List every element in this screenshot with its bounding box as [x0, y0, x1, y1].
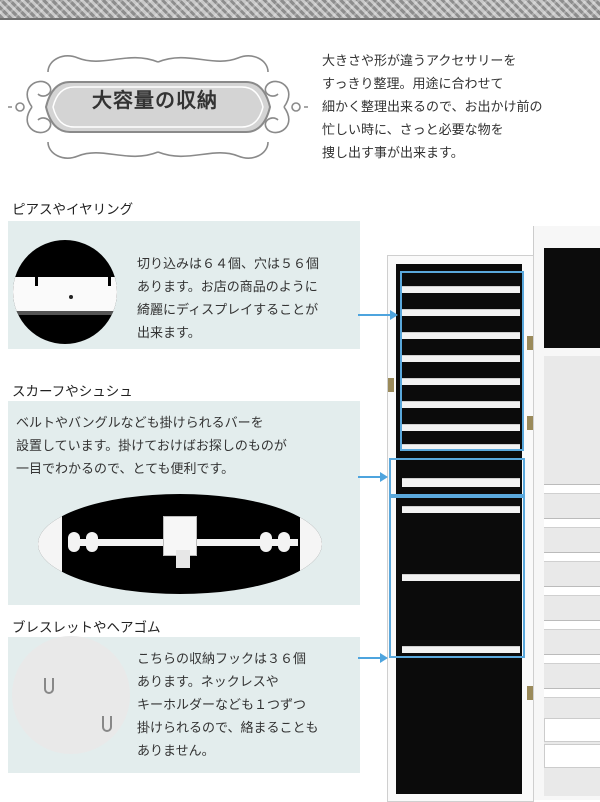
- intro-line: すっきり整理。用途に合わせて: [322, 77, 504, 92]
- arrow-right-icon: [380, 472, 388, 482]
- photo-bracelet-hooks: [12, 636, 130, 754]
- text-line: 設置しています。掛けておけばお探しのものが: [16, 439, 287, 454]
- divider-line: [0, 18, 600, 20]
- text-line: あります。ネックレスや: [137, 675, 279, 690]
- intro-line: 細かく整理出来るので、お出かけ前の: [322, 100, 543, 115]
- arrow-right-icon: [390, 310, 398, 320]
- intro-text: 大きさや形が違うアクセサリーを すっきり整理。用途に合わせて 細かく整理出来るの…: [322, 50, 592, 165]
- text-line: ベルトやバングルなども掛けられるバーを: [16, 416, 264, 431]
- text-line: 綺麗にディスプレイすることが: [137, 303, 319, 318]
- arrow-right-icon: [380, 653, 388, 663]
- photo-scarf-bar: [38, 494, 322, 594]
- arrow-line: [358, 657, 380, 659]
- highlight-earring-area: [400, 271, 524, 451]
- arrow-line: [358, 476, 380, 478]
- section-text-bracelet: こちらの収納フックは３６個 あります。ネックレスや キーホルダーなども１つずつ …: [137, 648, 359, 763]
- photo-cabinet-door: [533, 226, 600, 800]
- text-line: ありません。: [137, 744, 215, 759]
- section-heading-piercing: ピアスやイヤリング: [12, 202, 134, 218]
- text-line: 掛けられるので、絡まることも: [137, 721, 319, 736]
- text-line: キーホルダーなども１つずつ: [137, 698, 307, 713]
- section-text-scarf: ベルトやバングルなども掛けられるバーを 設置しています。掛けておけばお探しのもの…: [16, 412, 360, 481]
- decorative-top-band: [0, 0, 600, 18]
- text-line: あります。お店の商品のように: [137, 280, 318, 295]
- text-line: 一目でわかるので、とても便利です。: [16, 462, 235, 477]
- text-line: 出来ます。: [137, 326, 201, 341]
- section-heading-bracelet: ブレスレットやヘアゴム: [12, 620, 161, 636]
- arrow-line: [358, 314, 390, 316]
- section-heading-scarf: スカーフやシュシュ: [12, 384, 133, 400]
- intro-line: 大きさや形が違うアクセサリーを: [322, 54, 517, 69]
- highlight-bar-area: [389, 458, 525, 498]
- text-line: 切り込みは６４個、穴は５６個: [137, 257, 320, 272]
- intro-line: 捜し出す事が出来ます。: [322, 146, 464, 161]
- intro-line: 忙しい時に、さっと必要な物を: [322, 123, 504, 138]
- photo-cabinet-body: [387, 255, 534, 802]
- text-line: こちらの収納フックは３６個: [137, 652, 307, 667]
- page-title: 大容量の収納: [92, 88, 218, 112]
- section-text-piercing: 切り込みは６４個、穴は５６個 あります。お店の商品のように 綺麗にディスプレイす…: [137, 253, 359, 345]
- highlight-hook-area: [389, 494, 525, 658]
- ornate-frame-icon: [8, 55, 308, 159]
- photo-earring-holder: [13, 240, 117, 344]
